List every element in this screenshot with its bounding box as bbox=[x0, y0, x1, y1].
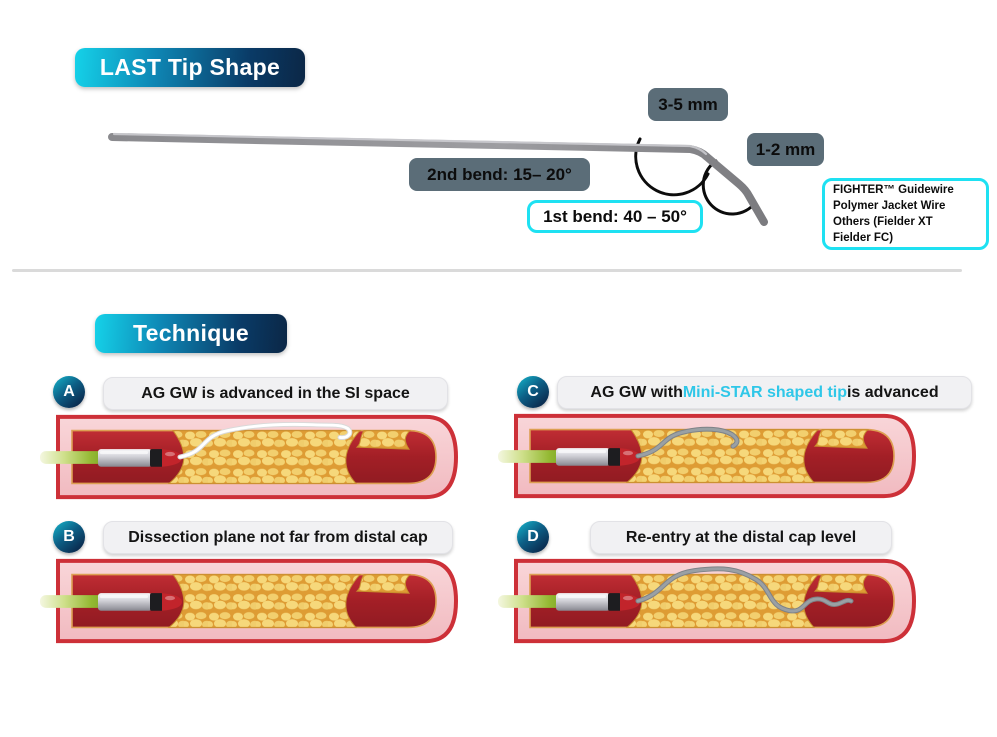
length-badge-3-5mm: 3-5 mm bbox=[648, 88, 728, 121]
plaque-fragment bbox=[813, 574, 870, 594]
microcatheter bbox=[40, 593, 182, 611]
guidewire-in-vessel bbox=[636, 567, 853, 613]
plaque bbox=[625, 574, 820, 628]
plaque bbox=[625, 429, 820, 483]
first-bend-badge: 1st bend: 40 – 50° bbox=[527, 200, 703, 233]
vessel-illustration-c bbox=[498, 411, 918, 501]
plaque-fragment bbox=[355, 430, 412, 450]
microcatheter bbox=[498, 593, 640, 611]
step-circle-c: C bbox=[517, 376, 549, 408]
microcatheter bbox=[498, 448, 640, 466]
wire-info-box: FIGHTER™ Guidewire Polymer Jacket Wire O… bbox=[822, 178, 989, 250]
second-bend-badge: 2nd bend: 15– 20° bbox=[409, 158, 590, 191]
vessel-illustration-a bbox=[40, 412, 460, 502]
second-bend-angle-arc bbox=[634, 137, 710, 197]
vessel-illustration-b bbox=[40, 556, 460, 646]
step-label-b: Dissection plane not far from distal cap bbox=[103, 521, 453, 554]
step-label-c-pre: AG GW with bbox=[590, 383, 683, 401]
guidewire-tip-illustration bbox=[108, 132, 768, 226]
guidewire-shaft bbox=[108, 133, 768, 226]
guidewire-in-vessel bbox=[178, 422, 352, 459]
step-circle-a: A bbox=[53, 376, 85, 408]
plaque-fragment bbox=[813, 429, 870, 449]
section-title-technique: Technique bbox=[95, 314, 287, 353]
step-circle-b: B bbox=[53, 521, 85, 553]
plaque bbox=[167, 430, 362, 484]
plaque-fragment bbox=[355, 574, 412, 594]
step-label-a: AG GW is advanced in the SI space bbox=[103, 377, 448, 410]
guidewire-in-vessel bbox=[636, 427, 739, 458]
length-badge-1-2mm: 1-2 mm bbox=[747, 133, 824, 166]
step-label-c-post: is advanced bbox=[846, 383, 939, 401]
first-bend-angle-arc bbox=[701, 159, 757, 216]
microcatheter bbox=[40, 449, 182, 467]
section-title-last-tip-shape: LAST Tip Shape bbox=[75, 48, 305, 87]
guidewire-highlight bbox=[112, 132, 708, 156]
step-label-d: Re-entry at the distal cap level bbox=[590, 521, 892, 554]
step-circle-d: D bbox=[517, 521, 549, 553]
plaque bbox=[167, 574, 362, 628]
section-divider bbox=[12, 269, 962, 272]
step-label-c: AG GW with Mini-STAR shaped tip is advan… bbox=[557, 376, 972, 409]
step-label-c-highlight: Mini-STAR shaped tip bbox=[682, 383, 847, 401]
vessel-illustration-d bbox=[498, 556, 918, 646]
